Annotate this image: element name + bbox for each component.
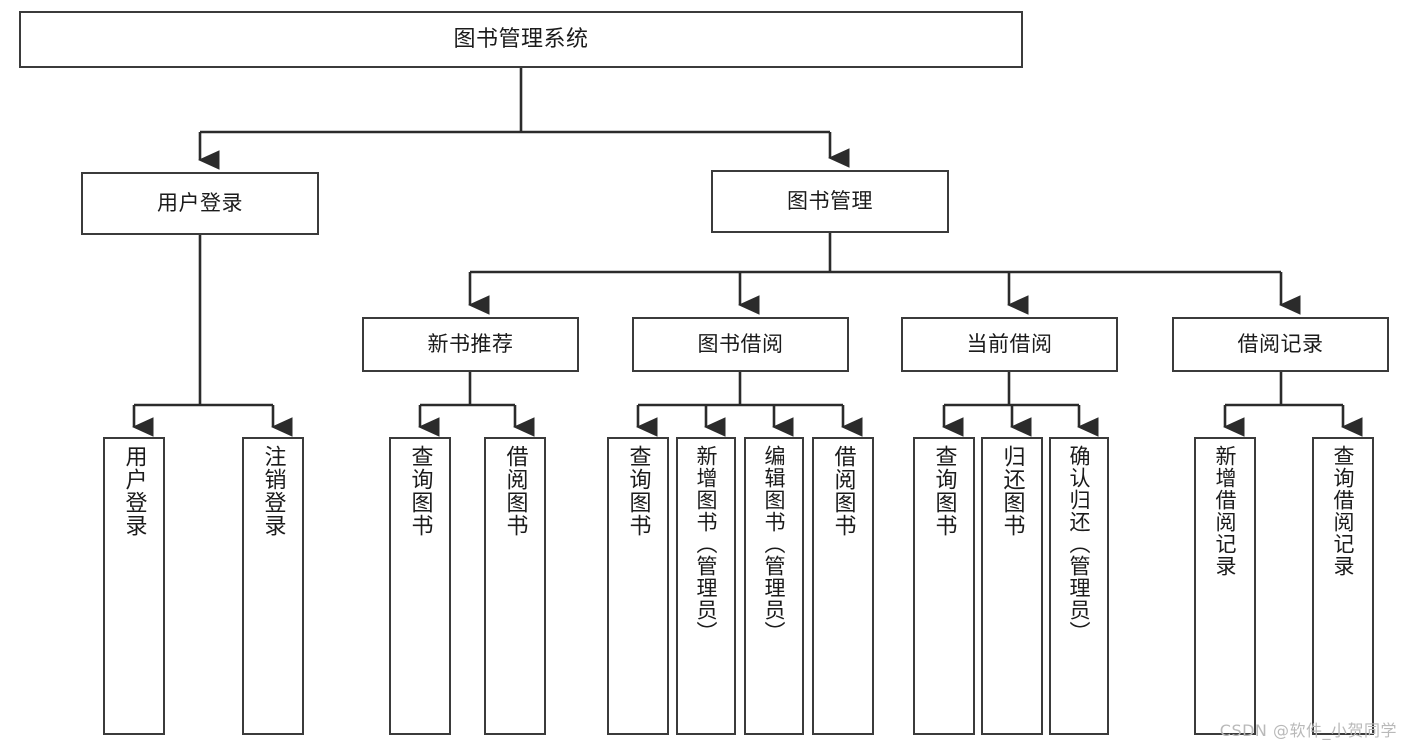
node-label: 确认归还（管理员） bbox=[1067, 445, 1092, 643]
node-label: 注销登录 bbox=[260, 445, 286, 537]
node-leaf-9[interactable]: 归还图书 bbox=[981, 437, 1043, 735]
node-label: 新增借阅记录 bbox=[1213, 445, 1238, 577]
node-level2-1[interactable]: 图书借阅 bbox=[632, 317, 849, 372]
watermark: CSDN @软件_小贺同学 bbox=[1219, 721, 1397, 740]
node-leaf-3[interactable]: 借阅图书 bbox=[484, 437, 546, 735]
node-label: 图书管理系统 bbox=[453, 26, 589, 52]
node-leaf-1[interactable]: 注销登录 bbox=[242, 437, 304, 735]
node-label: 图书借阅 bbox=[697, 332, 784, 357]
node-label: 借阅图书 bbox=[502, 445, 528, 537]
node-level1-1[interactable]: 图书管理 bbox=[711, 170, 949, 233]
node-label: 查询图书 bbox=[625, 445, 651, 537]
node-label: 新书推荐 bbox=[427, 332, 514, 357]
node-leaf-8[interactable]: 查询图书 bbox=[913, 437, 975, 735]
node-level2-2[interactable]: 当前借阅 bbox=[901, 317, 1118, 372]
node-root-system[interactable]: 图书管理系统 bbox=[19, 11, 1023, 68]
node-label: 新增图书（管理员） bbox=[694, 445, 719, 643]
node-label: 编辑图书（管理员） bbox=[762, 445, 787, 643]
node-label: 归还图书 bbox=[999, 445, 1025, 537]
node-leaf-0[interactable]: 用户登录 bbox=[103, 437, 165, 735]
node-label: 用户登录 bbox=[121, 445, 147, 537]
node-leaf-7[interactable]: 借阅图书 bbox=[812, 437, 874, 735]
node-label: 查询图书 bbox=[407, 445, 433, 537]
node-level1-0[interactable]: 用户登录 bbox=[81, 172, 319, 235]
node-level2-3[interactable]: 借阅记录 bbox=[1172, 317, 1389, 372]
node-leaf-4[interactable]: 查询图书 bbox=[607, 437, 669, 735]
node-label: 用户登录 bbox=[157, 191, 243, 216]
node-label: 查询借阅记录 bbox=[1331, 445, 1356, 577]
node-level2-0[interactable]: 新书推荐 bbox=[362, 317, 579, 372]
node-label: 借阅记录 bbox=[1237, 332, 1324, 357]
node-leaf-2[interactable]: 查询图书 bbox=[389, 437, 451, 735]
node-label: 图书管理 bbox=[787, 189, 873, 214]
node-leaf-12[interactable]: 查询借阅记录 bbox=[1312, 437, 1374, 735]
node-label: 当前借阅 bbox=[966, 332, 1053, 357]
node-label: 查询图书 bbox=[931, 445, 957, 537]
node-leaf-10[interactable]: 确认归还（管理员） bbox=[1049, 437, 1109, 735]
node-leaf-5[interactable]: 新增图书（管理员） bbox=[676, 437, 736, 735]
node-label: 借阅图书 bbox=[830, 445, 856, 537]
node-leaf-11[interactable]: 新增借阅记录 bbox=[1194, 437, 1256, 735]
node-leaf-6[interactable]: 编辑图书（管理员） bbox=[744, 437, 804, 735]
